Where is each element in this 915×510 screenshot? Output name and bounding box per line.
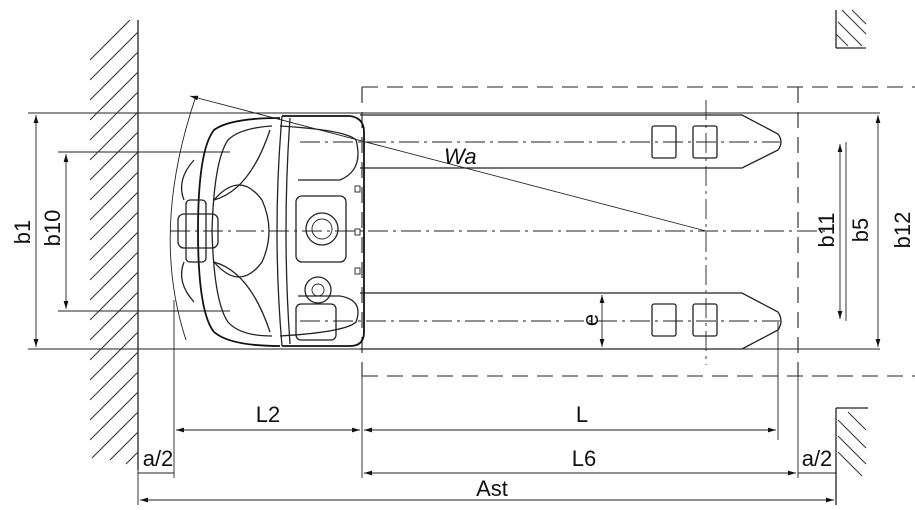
dimension-b5: b5	[845, 142, 873, 321]
dimension-l6: L6	[364, 446, 796, 476]
dimension-b12: b12	[875, 115, 915, 347]
dimension-a-half-right: a/2	[798, 446, 836, 474]
dimension-l2: L2	[176, 402, 360, 433]
dimension-b10: b10	[40, 154, 69, 309]
label-a-half-left: a/2	[143, 446, 174, 471]
dimension-l: L	[364, 402, 776, 433]
dimension-e: e	[578, 295, 605, 347]
left-wall	[89, 19, 139, 470]
label-l: L	[576, 402, 588, 427]
right-wall-bottom	[835, 407, 868, 505]
dimension-b1: b1	[10, 115, 39, 347]
dimension-a-half-left: a/2	[138, 446, 174, 474]
label-l2: L2	[256, 402, 280, 427]
label-b1: b1	[10, 220, 35, 244]
wa-radius-line	[189, 95, 707, 232]
right-wall-top	[835, 9, 867, 49]
label-b10: b10	[40, 210, 65, 247]
label-l6: L6	[572, 446, 596, 471]
dimension-b11: b11	[814, 144, 843, 319]
label-a-half-right: a/2	[802, 446, 833, 471]
label-wa: Wa	[444, 144, 477, 169]
label-e: e	[578, 314, 603, 326]
dimension-ast: Ast	[140, 476, 834, 503]
label-b11: b11	[814, 212, 839, 247]
label-b5: b5	[848, 218, 873, 242]
fork-top	[360, 114, 782, 169]
label-b12: b12	[890, 212, 915, 249]
label-ast: Ast	[476, 476, 508, 501]
left-wall-hatching	[89, 19, 139, 465]
pallet-outline	[361, 86, 915, 377]
truck-body	[169, 95, 365, 347]
